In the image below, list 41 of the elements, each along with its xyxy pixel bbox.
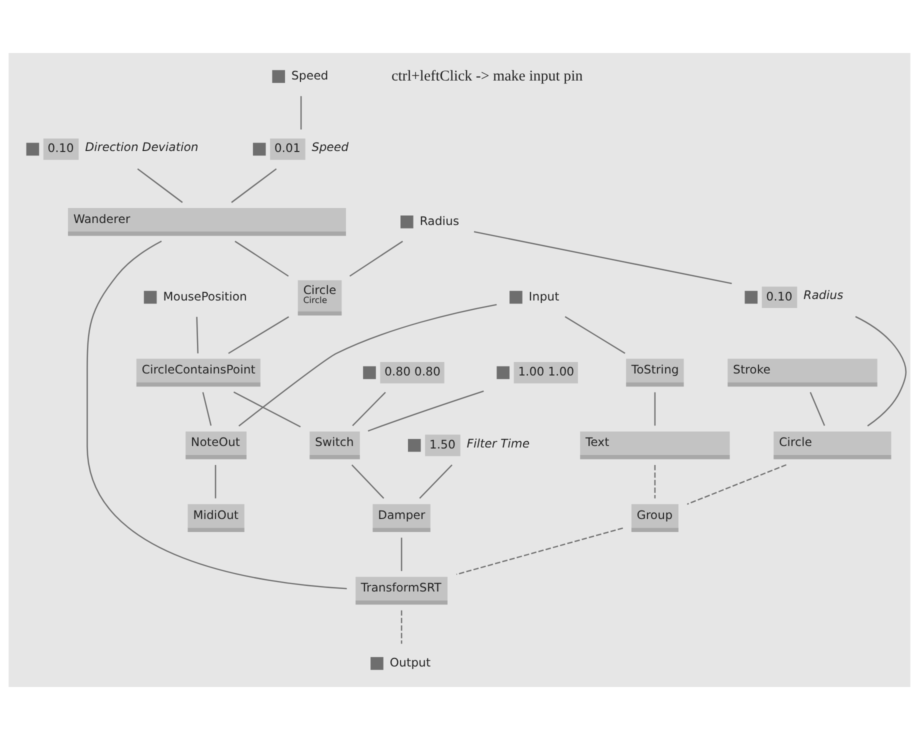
- connector: [137, 168, 183, 203]
- node-box: [272, 70, 286, 83]
- connector: [654, 464, 656, 498]
- node-label: Speed: [312, 140, 349, 154]
- connector: [351, 464, 384, 499]
- node-label: Filter Time: [466, 436, 530, 450]
- connector: [300, 96, 302, 130]
- node-label: MousePosition: [163, 289, 248, 304]
- connector: [202, 392, 212, 426]
- connector: [564, 316, 626, 354]
- node-label: Output: [390, 655, 431, 670]
- connector: [238, 304, 497, 426]
- connector: [234, 240, 289, 277]
- connector: [456, 527, 624, 576]
- connector: [231, 168, 277, 203]
- node-box: [400, 216, 414, 228]
- connector: [474, 231, 732, 284]
- connector: [855, 316, 907, 426]
- node-label: Speed: [291, 68, 328, 83]
- connector: [810, 392, 826, 426]
- connector: [349, 240, 403, 277]
- connector: [228, 316, 290, 354]
- connector: [368, 390, 484, 432]
- connector: [400, 610, 402, 644]
- node-label: Radius: [804, 288, 844, 302]
- connector: [654, 392, 656, 426]
- node-box: [144, 290, 157, 304]
- node-box: [370, 657, 384, 670]
- connector: [233, 392, 301, 428]
- connector: [686, 464, 786, 505]
- connector: [86, 240, 347, 590]
- node-label: Radius: [420, 214, 460, 228]
- label: ctrl+leftClick -> make input pin: [391, 68, 583, 84]
- node-label: Input: [528, 289, 560, 304]
- node-label: Direction Deviation: [85, 140, 198, 154]
- connector: [214, 464, 216, 498]
- connector: [196, 316, 199, 354]
- node-box: [510, 290, 522, 304]
- connector: [400, 538, 402, 572]
- connector: [352, 392, 386, 426]
- connector: [419, 464, 452, 499]
